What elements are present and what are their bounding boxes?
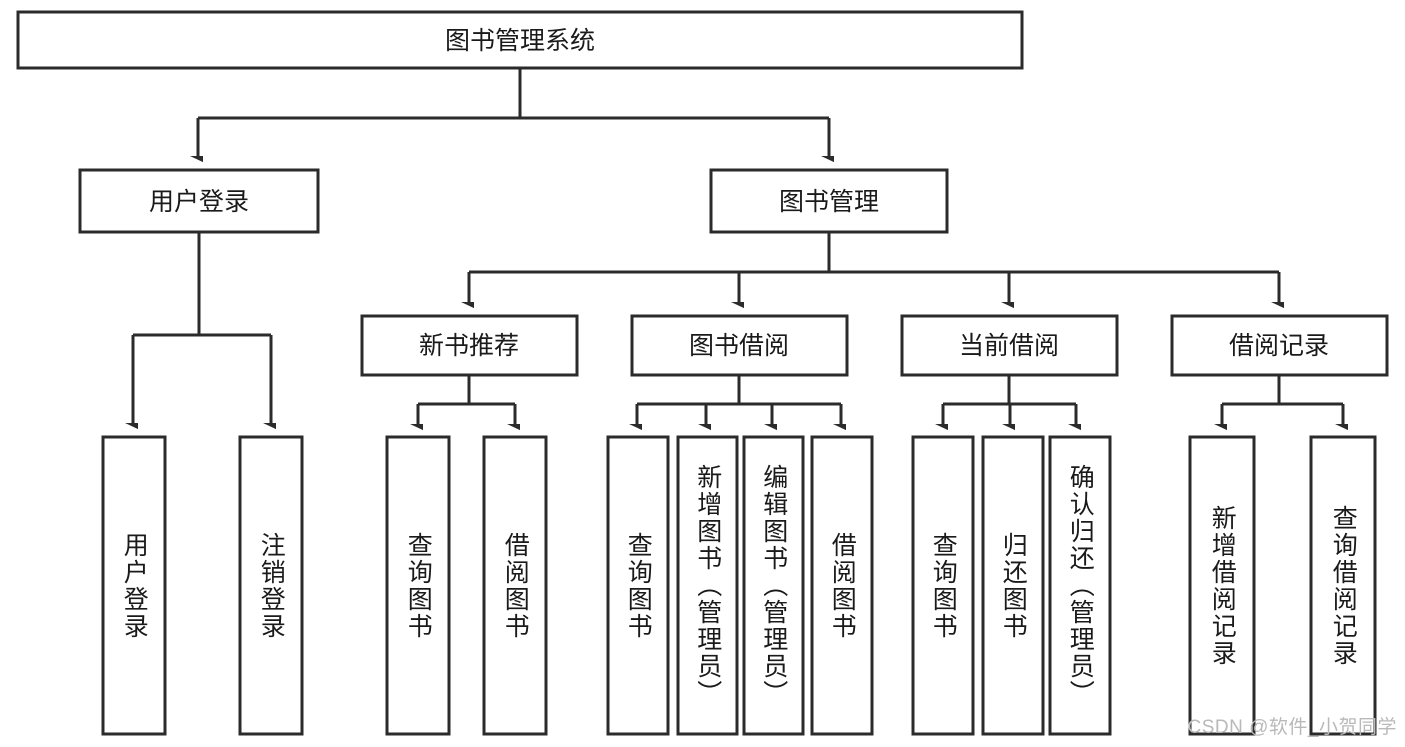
node-leaf-query-book-1[interactable] [385, 435, 451, 736]
node-user-login-label: 用户登录 [149, 188, 249, 216]
node-leaf-add-book[interactable] [676, 435, 739, 736]
node-leaf-borrow-book-2[interactable] [810, 435, 874, 736]
node-layer: 图书管理系统 用户登录 图书管理 新书推荐 图书借阅 当前借阅 借阅记录 [16, 10, 1389, 736]
node-root[interactable] [16, 10, 1024, 70]
node-book-borrow[interactable] [630, 314, 849, 377]
node-leaf-add-record[interactable] [1188, 435, 1256, 736]
node-leaf-borrow-book-1[interactable] [482, 435, 548, 736]
node-root-label: 图书管理系统 [445, 27, 595, 55]
node-new-book-recommend-label: 新书推荐 [419, 332, 519, 360]
node-leaf-query-record[interactable] [1309, 435, 1377, 736]
node-user-login[interactable] [78, 168, 320, 234]
node-borrow-record-label: 借阅记录 [1229, 332, 1329, 360]
node-leaf-user-login[interactable] [101, 435, 167, 736]
node-leaf-confirm-return[interactable] [1048, 435, 1112, 736]
csdn-watermark: CSDN @软件_小贺同学 [1187, 717, 1397, 738]
node-leaf-return-book[interactable] [981, 435, 1045, 736]
node-current-borrow-label: 当前借阅 [959, 332, 1059, 360]
node-borrow-record[interactable] [1170, 314, 1389, 377]
node-new-book-recommend[interactable] [360, 314, 579, 377]
node-book-borrow-label: 图书借阅 [689, 332, 789, 360]
node-leaf-logout[interactable] [238, 435, 304, 736]
node-book-manage[interactable] [709, 168, 949, 234]
node-leaf-query-book-3[interactable] [911, 435, 975, 736]
node-current-borrow[interactable] [900, 314, 1119, 377]
node-leaf-query-book-2[interactable] [606, 435, 670, 736]
node-book-manage-label: 图书管理 [779, 188, 879, 216]
connector-layer [133, 68, 1343, 424]
node-leaf-edit-book[interactable] [742, 435, 805, 736]
